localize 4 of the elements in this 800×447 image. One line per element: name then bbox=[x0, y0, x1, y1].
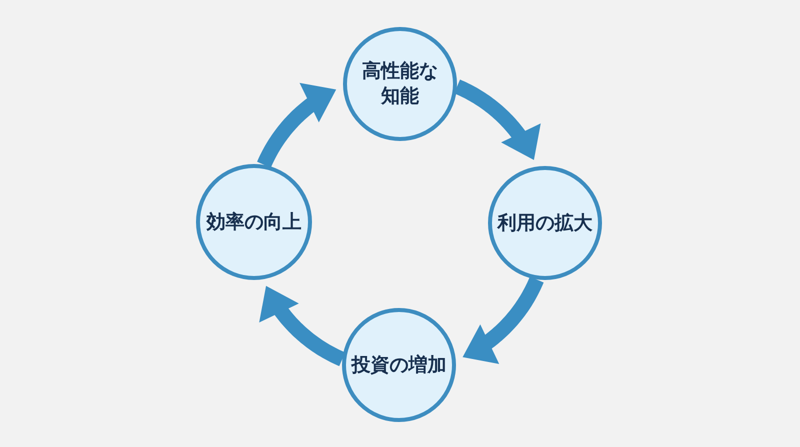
node-label: 高性能な知能 bbox=[361, 59, 439, 109]
node-label: 利用の拡大 bbox=[496, 210, 594, 236]
node-label: 効率の向上 bbox=[205, 210, 302, 234]
node-label: 投資の増加 bbox=[350, 352, 448, 378]
